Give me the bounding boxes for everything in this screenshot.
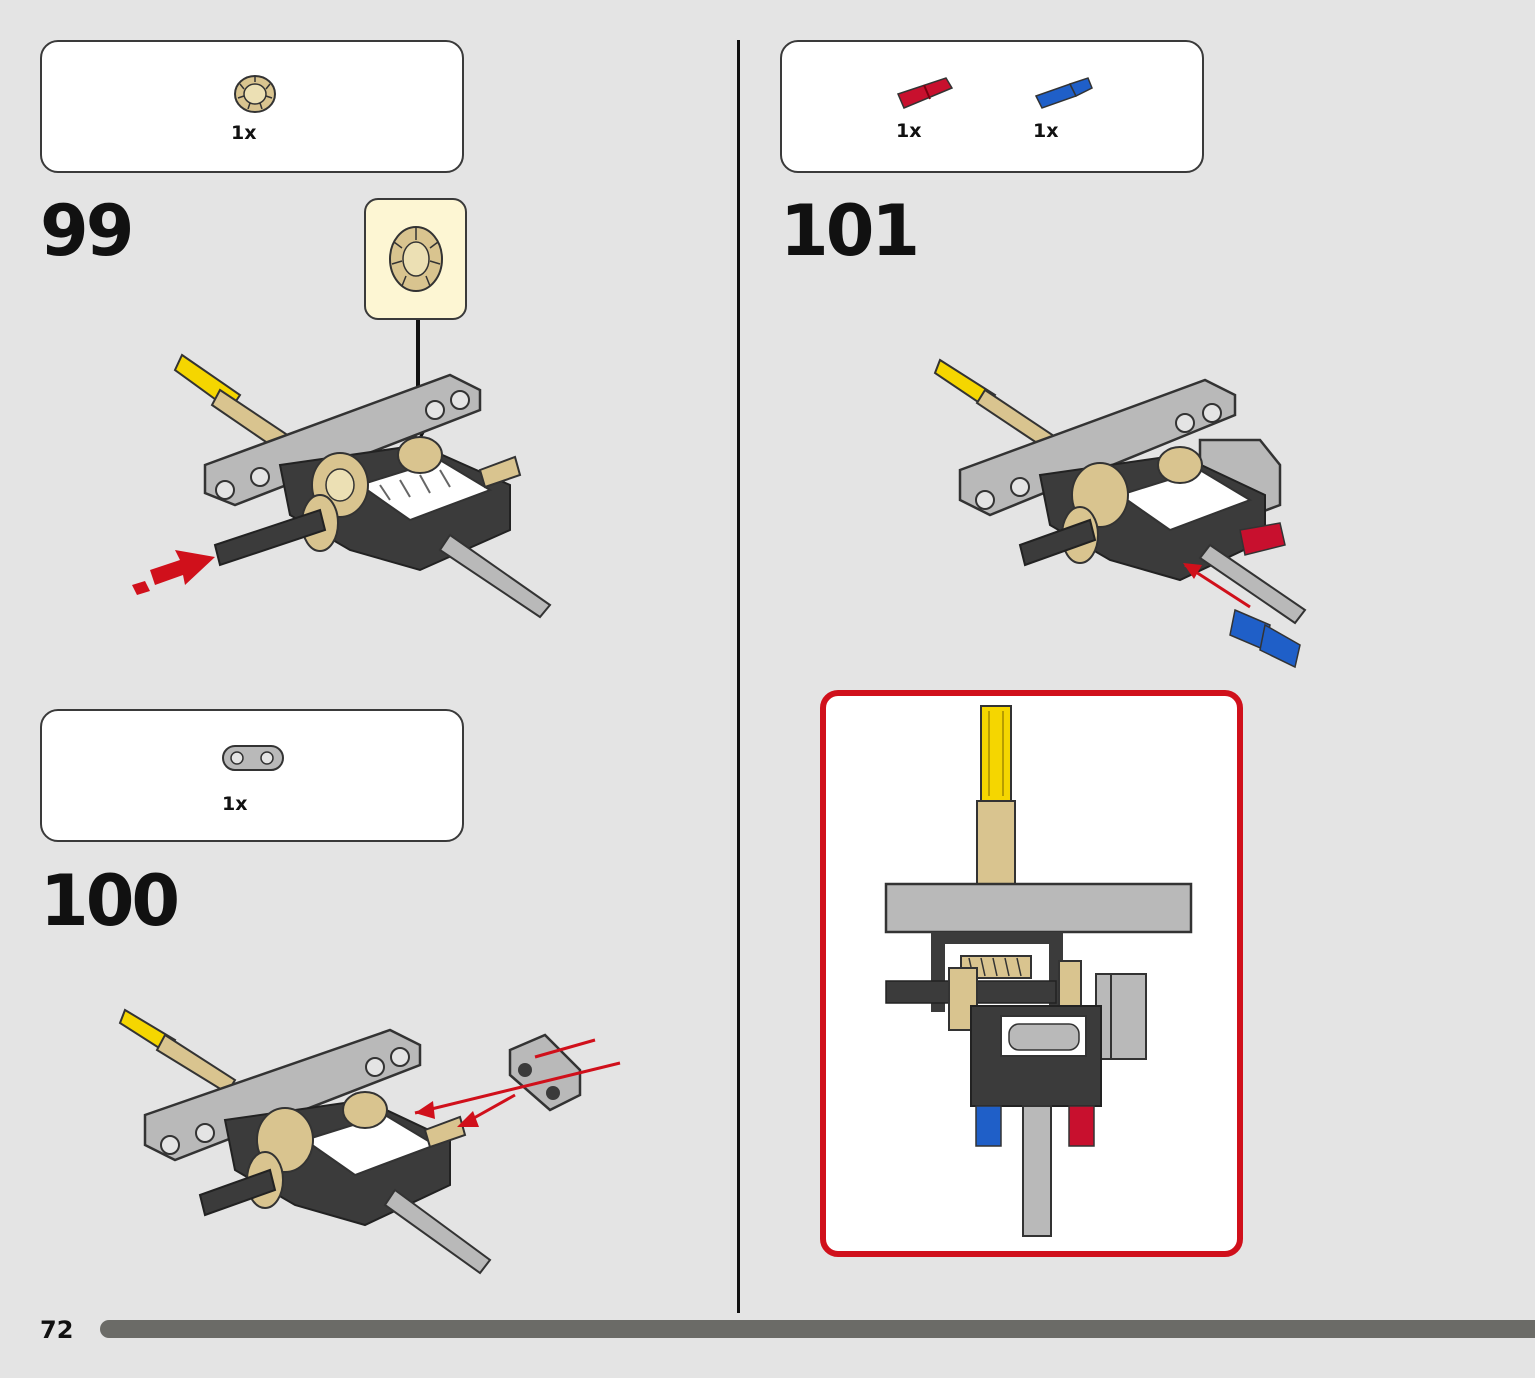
step-100-part-qty: 1x [222, 793, 248, 815]
step-100-parts-box: 1x [40, 709, 464, 842]
step-101-subassembly-frame [820, 690, 1243, 1257]
progress-bar [100, 1320, 1535, 1338]
step-101-parts-box: 1x 1x [780, 40, 1204, 173]
step-99-parts-box: 1x [40, 40, 464, 173]
step-number-101: 101 [780, 190, 920, 272]
page-number: 72 [40, 1316, 74, 1344]
tan-gear-icon [389, 226, 443, 292]
step-101-blue-pin-qty: 1x [1033, 120, 1059, 142]
step-100-assembly [118, 1008, 621, 1275]
step-number-100: 100 [40, 860, 180, 942]
blue-pin-icon [1034, 77, 1093, 109]
step-number-99: 99 [40, 190, 134, 272]
step-99-callout [364, 198, 467, 320]
step-101-red-pin-qty: 1x [896, 120, 922, 142]
page-divider [737, 40, 740, 1313]
step-99-part-qty: 1x [231, 122, 257, 144]
red-pin-icon [896, 77, 954, 109]
step-101-assembly [933, 358, 1307, 669]
tan-gear-icon [234, 75, 276, 113]
grey-liftarm-icon [222, 745, 284, 771]
step-99-assembly [132, 353, 552, 619]
step-101-subassembly-view [884, 705, 1193, 1237]
